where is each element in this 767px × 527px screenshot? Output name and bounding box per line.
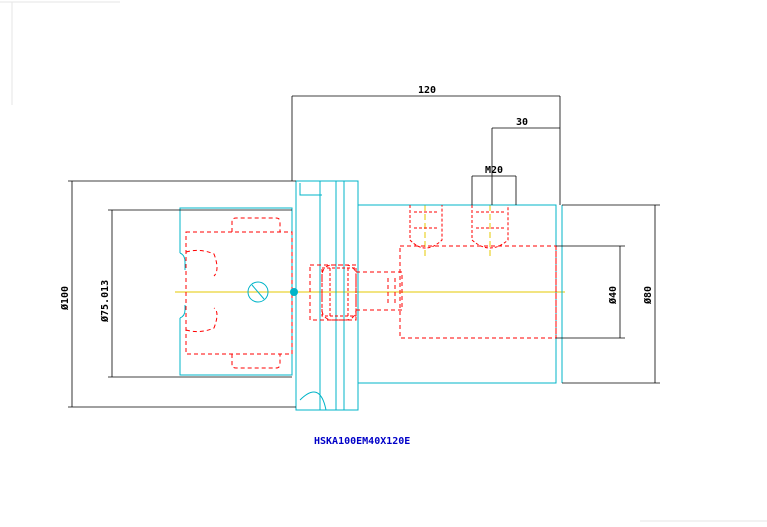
- dim-flange-dia: Ø100: [59, 286, 71, 311]
- center-point-marker: [290, 288, 298, 296]
- hidden-lines: [185, 217, 557, 369]
- dim-body-dia: Ø80: [642, 286, 654, 305]
- set-screw-holes: [321, 205, 509, 317]
- dim-length: 120: [418, 85, 436, 96]
- center-line: [175, 205, 565, 293]
- dim-bore-dia: Ø40: [607, 286, 619, 305]
- body-outline: [179, 180, 563, 411]
- dim-taper-dia: Ø75.013: [99, 280, 111, 323]
- dimension-lines: [68, 95, 660, 408]
- dim-thread: M20: [485, 165, 503, 176]
- dim-thread-offset: 30: [516, 117, 528, 128]
- part-number-caption: HSKA100EM40X120E: [314, 436, 410, 447]
